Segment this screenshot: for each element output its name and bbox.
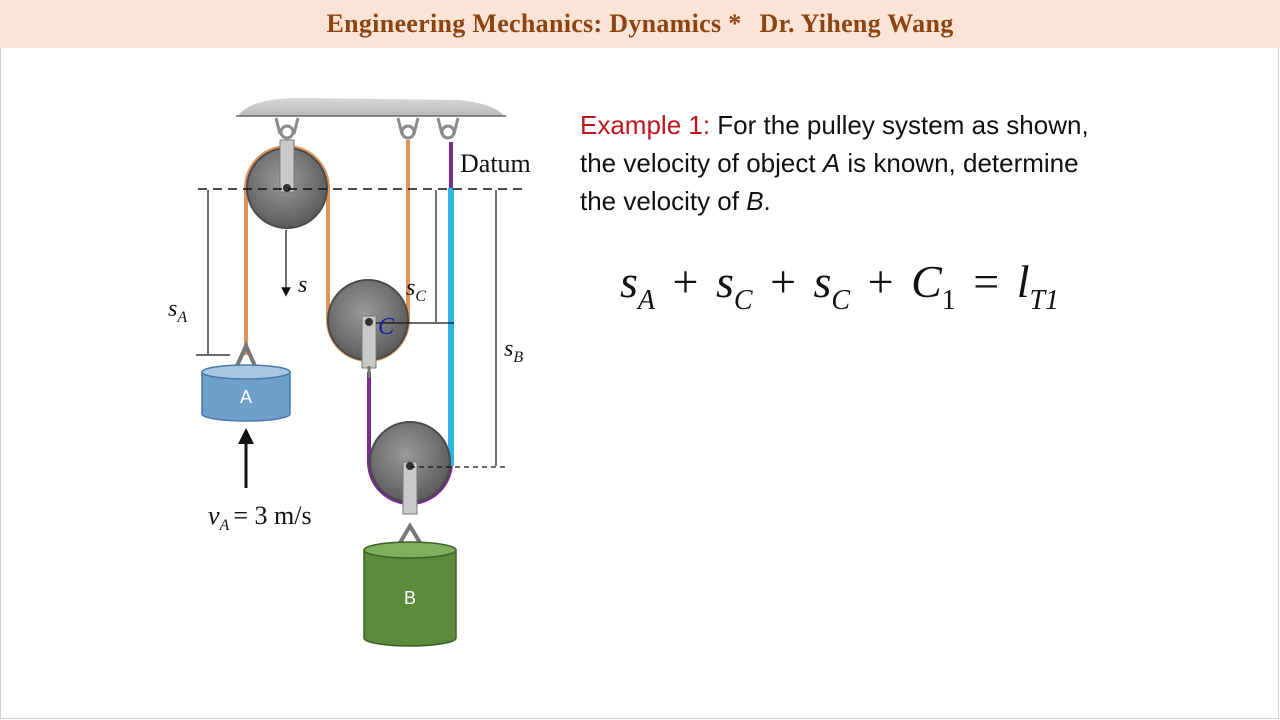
svg-text:sB: sB <box>504 336 523 366</box>
ceiling-hook-right <box>436 117 460 140</box>
va-label: v <box>208 501 220 530</box>
pulley-top <box>246 139 328 229</box>
eq-plus-2: + <box>770 256 797 307</box>
pulley-bottom <box>369 421 451 515</box>
va-value: = 3 m/s <box>233 501 311 530</box>
sc-subscript: C <box>415 288 426 305</box>
example-var-b: B <box>746 186 764 216</box>
pulley-diagram: Datum sA s sC sB C A vA= 3 m/s <box>168 98 531 647</box>
sc-label: s <box>406 275 415 301</box>
eq-sub-c1: C <box>733 285 753 316</box>
velocity-arrow-a: vA= 3 m/s <box>208 428 312 534</box>
pulley-c-label: C <box>378 314 395 340</box>
eq-s-c1: s <box>715 256 734 307</box>
header-bar: Engineering Mechanics: Dynamics * Dr. Yi… <box>0 0 1280 48</box>
datum-label: Datum <box>460 149 531 178</box>
eq-sub-1: 1 <box>941 285 956 316</box>
pulley-c <box>327 279 409 378</box>
dimension-sa: sA <box>168 190 230 356</box>
example-text: Example 1: For the pulley system as show… <box>580 106 1100 220</box>
dimension-sc: sC <box>376 190 454 324</box>
course-title: Engineering Mechanics: Dynamics * <box>326 9 742 38</box>
eq-s-c2: s <box>813 256 832 307</box>
sb-label: s <box>504 336 513 362</box>
block-b: B <box>363 522 457 647</box>
example-text-2: is known, determine the velocity of <box>580 148 1079 216</box>
eq-plus-1: + <box>672 256 699 307</box>
ceiling-hook-left <box>274 117 300 140</box>
example-label: Example 1: <box>580 110 711 140</box>
dimension-sb: sB <box>410 190 523 468</box>
dimension-s: s <box>281 230 307 298</box>
eq-sub-a: A <box>637 285 656 316</box>
eq-c: C <box>911 256 942 307</box>
block-a: A <box>201 341 291 422</box>
example-text-3: . <box>763 186 771 216</box>
eq-s-a: s <box>620 256 638 307</box>
sa-subscript: A <box>176 309 187 326</box>
eq-sub-c2: C <box>831 285 851 316</box>
va-subscript: A <box>219 517 230 534</box>
block-b-label: B <box>404 588 416 608</box>
author-name: Dr. Yiheng Wang <box>759 9 954 38</box>
eq-plus-3: + <box>867 256 894 307</box>
svg-text:sC: sC <box>406 275 426 305</box>
example-var-a: A <box>822 148 841 178</box>
sb-subscript: B <box>513 349 523 366</box>
svg-text:sA: sA <box>168 296 187 326</box>
s-label: s <box>298 272 307 298</box>
ceiling-hook-middle <box>396 117 420 140</box>
constraint-equation: sA + sC + sC + C1 = lT1 <box>620 255 1059 317</box>
slide-frame <box>0 48 1279 719</box>
block-a-label: A <box>240 387 252 407</box>
sa-label: s <box>168 296 177 322</box>
eq-l: l <box>1016 256 1030 307</box>
eq-equals: = <box>973 256 1000 307</box>
eq-sub-t1: T1 <box>1029 285 1060 316</box>
svg-text:vA= 3 m/s: vA= 3 m/s <box>208 501 312 534</box>
ceiling <box>236 98 506 117</box>
example-text-1: For the pulley system as shown, the velo… <box>580 110 1089 178</box>
